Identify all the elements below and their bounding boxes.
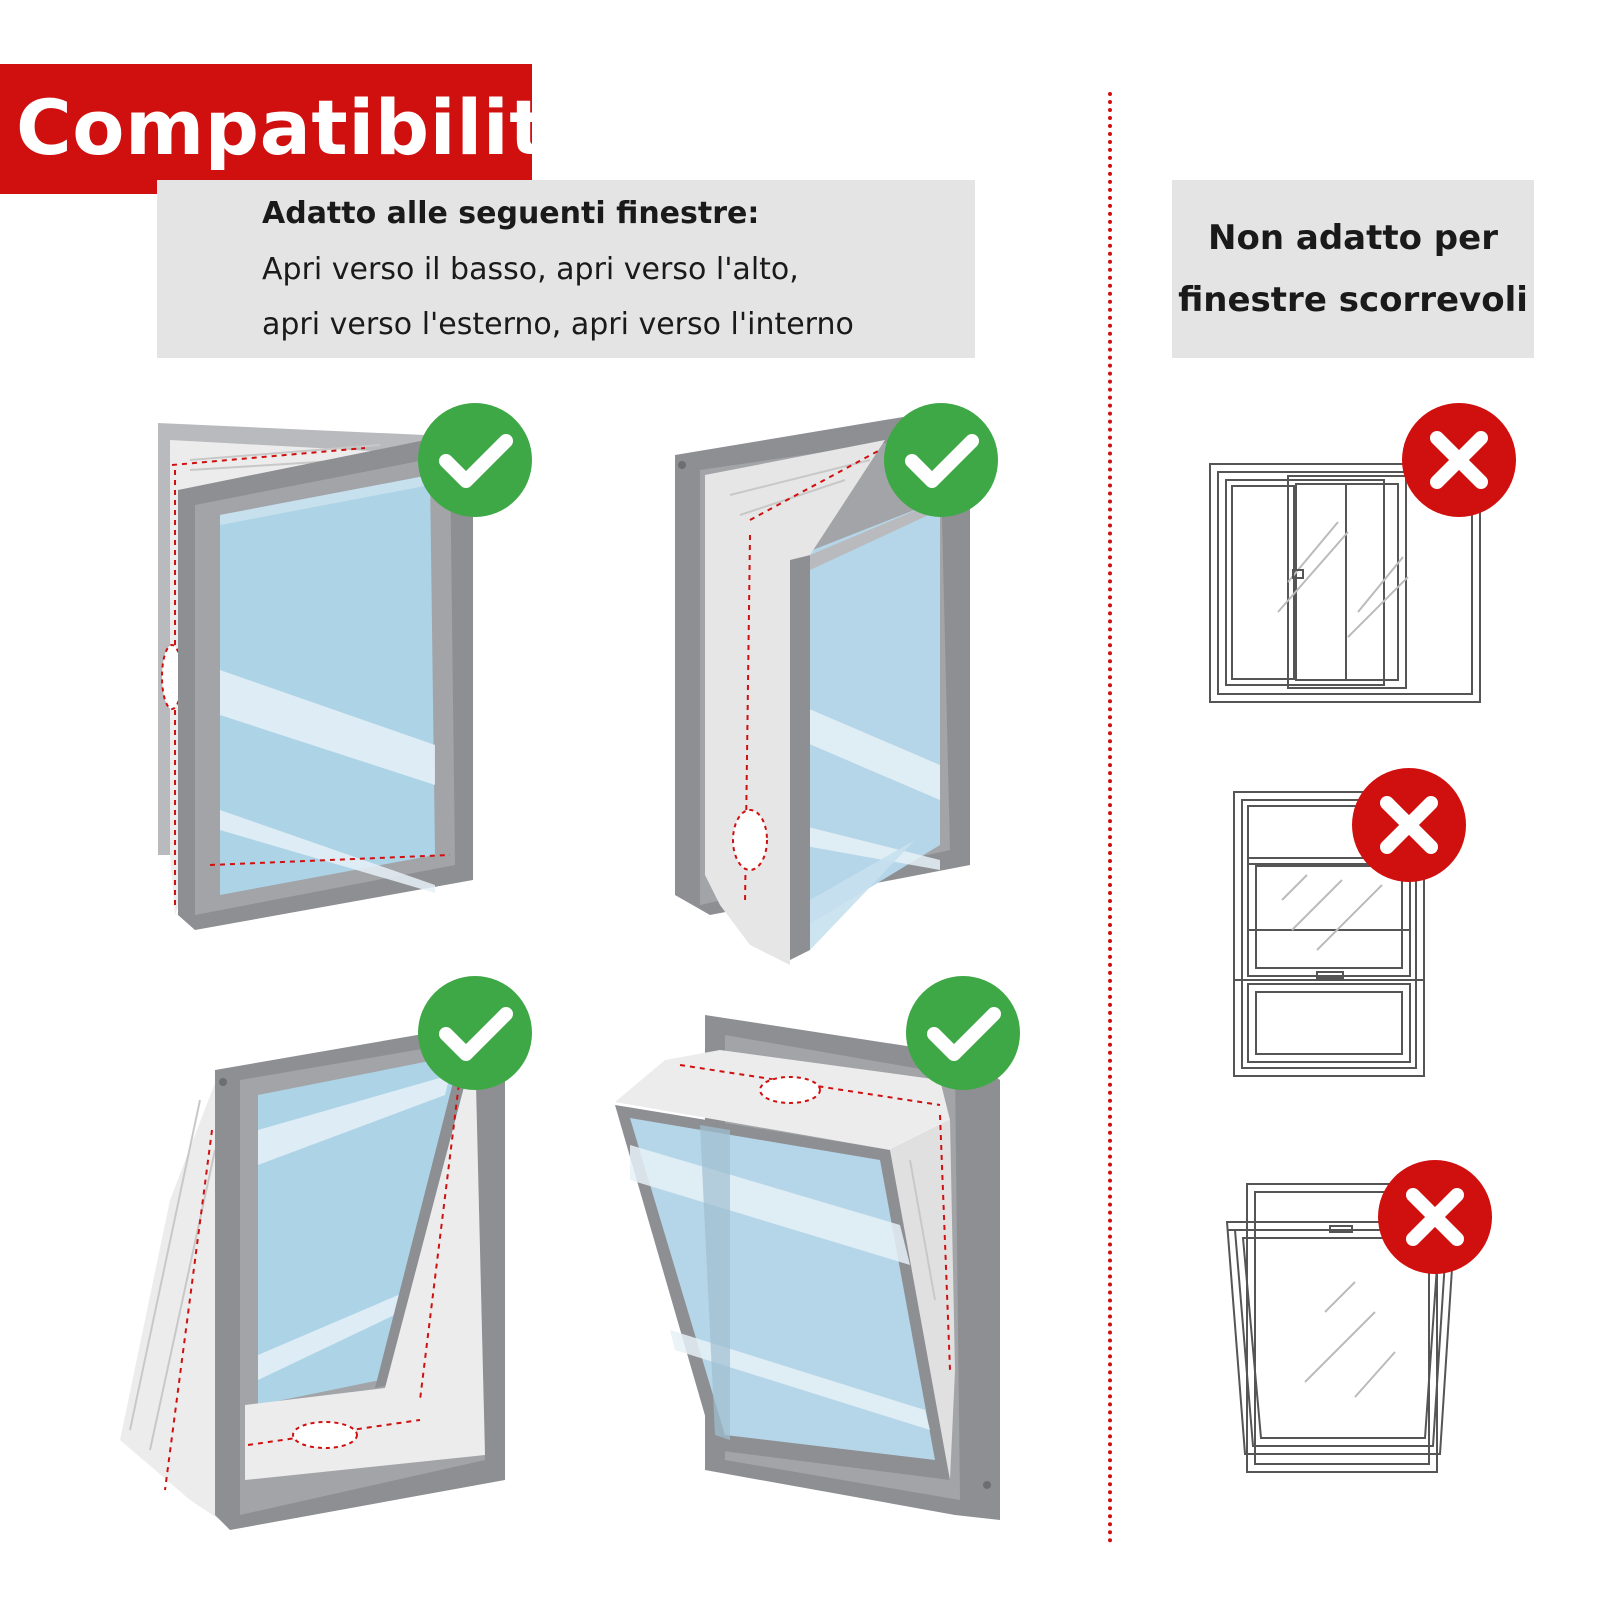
incompatible-info-box: Non adatto per finestre scorrevoli [1172,180,1534,358]
window-illustration-horizontal-sliding [1209,463,1481,703]
compatible-badge-3 [418,976,532,1090]
window-illustration-vertical-sliding [1233,791,1425,1077]
compatible-badge-4 [906,976,1020,1090]
incompatible-line1: Non adatto per [1208,218,1498,258]
check-icon [418,403,532,517]
compatible-heading: Adatto alle seguenti finestre: [262,196,760,231]
incompatible-badge-3 [1378,1160,1492,1274]
compatible-badge-2 [884,403,998,517]
cross-icon [1352,768,1466,882]
incompatible-badge-1 [1402,403,1516,517]
section-divider [1108,92,1112,1544]
check-icon [418,976,532,1090]
incompatible-line2: finestre scorrevoli [1178,280,1528,320]
page-title: Compatibilità [16,83,598,172]
compatible-description-line1: Apri verso il basso, apri verso l'alto, [262,252,799,287]
window-illustration-tilt-inward [158,423,473,930]
window-illustration-awning-outward [615,1015,1000,1520]
cross-icon [1378,1160,1492,1274]
window-illustration-tilt-top [120,1025,505,1530]
title-banner: Compatibilità [0,64,597,194]
cross-icon [1402,403,1516,517]
check-icon [884,403,998,517]
compatible-info-box: Adatto alle seguenti finestre: Apri vers… [157,180,975,358]
compatible-badge-1 [418,403,532,517]
compatible-description-line2: apri verso l'esterno, apri verso l'inter… [262,307,854,342]
window-illustration-side-outward [675,415,970,965]
check-icon [906,976,1020,1090]
incompatible-badge-2 [1352,768,1466,882]
